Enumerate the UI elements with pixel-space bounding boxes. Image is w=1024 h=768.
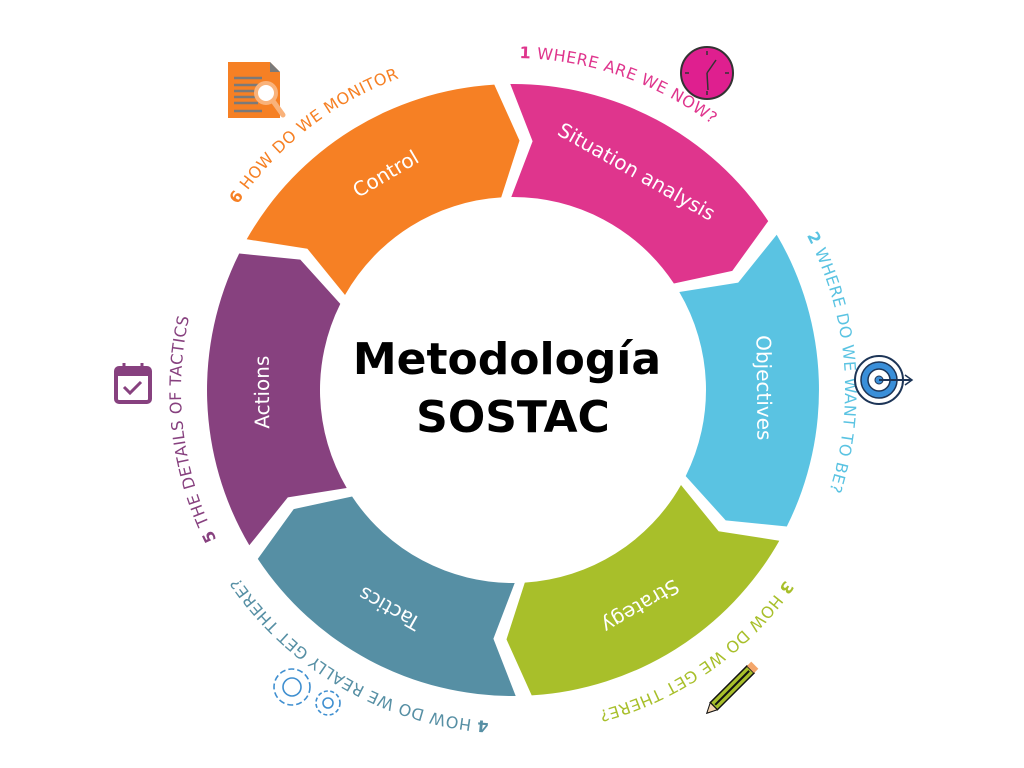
step-number: 1 — [519, 43, 531, 62]
segment-tactics — [257, 496, 516, 697]
calendar-icon — [114, 363, 152, 404]
title-line-2: SOSTAC — [416, 392, 610, 443]
pencil-icon — [705, 661, 759, 715]
segment-situation-analysis — [510, 83, 769, 284]
step-number: 4 — [476, 716, 489, 736]
gears-icon — [273, 668, 341, 716]
sostac-ring: Situation analysisObjectivesStrategyTact… — [207, 83, 819, 697]
segment-label: Actions — [250, 356, 275, 429]
segment-control — [246, 84, 520, 295]
segment-actions — [207, 253, 347, 546]
segment-strategy — [506, 485, 780, 696]
step-question: THE DETAILS OF TACTICS — [166, 313, 213, 530]
title-line-1: Metodología — [353, 334, 661, 385]
clock-icon — [680, 46, 734, 100]
segment-objectives — [679, 234, 819, 527]
target-icon — [854, 355, 914, 405]
segment-label: Objectives — [752, 335, 777, 440]
document-search-icon — [228, 62, 286, 118]
